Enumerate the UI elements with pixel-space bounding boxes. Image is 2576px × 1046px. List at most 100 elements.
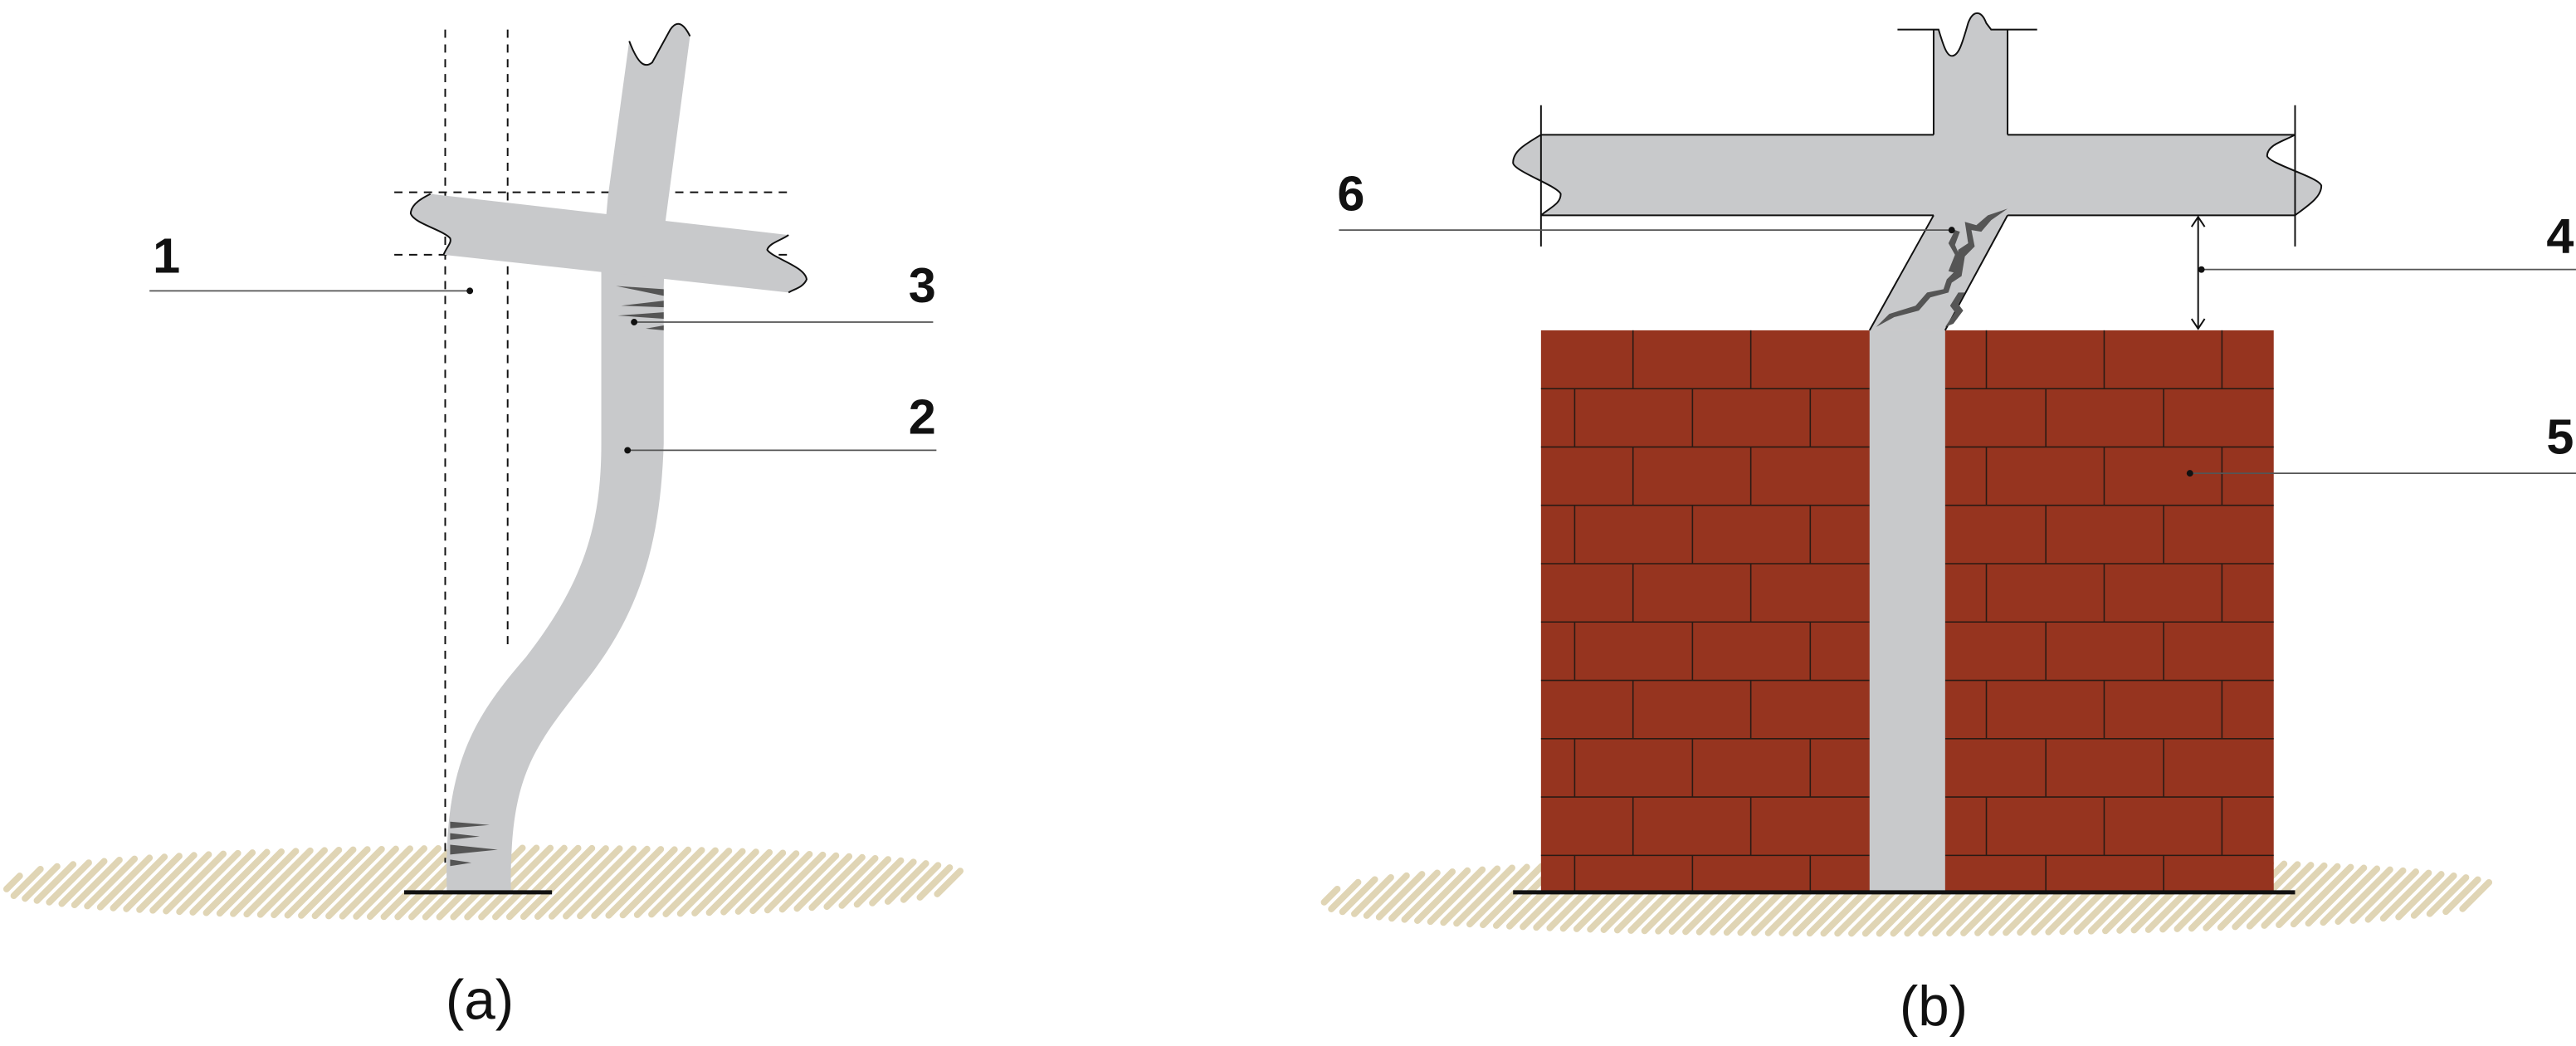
label-1: 1 [153, 228, 180, 284]
ground-hatch-stroke [2395, 871, 2445, 921]
leader-dot-3 [631, 319, 638, 325]
ground-hatch-stroke [2246, 862, 2315, 930]
ground-hatch-stroke [705, 848, 773, 916]
ground-hatch-stroke [202, 848, 271, 916]
ground-hatch-stroke [869, 858, 917, 907]
shear-crack [1876, 208, 2008, 327]
crack-marks-top [616, 286, 664, 330]
floor-slab [1513, 134, 2322, 216]
figure-b: 4 5 6 (b) [1320, 12, 2576, 1038]
ground-hatch-stroke [136, 852, 198, 913]
ground-hatch-stroke [33, 861, 77, 904]
ground-hatch-stroke [916, 864, 954, 901]
ground-hatch-stroke [853, 857, 905, 908]
label-5: 5 [2546, 408, 2574, 464]
short-column-inclined [1869, 202, 2008, 330]
ground-hatch-stroke [900, 862, 942, 903]
ground-hatch-stroke [46, 859, 92, 906]
ground-hatch-stroke [2, 872, 23, 892]
crack-marks-base [450, 821, 498, 867]
ground-hatch-stroke [577, 845, 651, 920]
caption-b: (b) [1900, 975, 1968, 1038]
ground-hatch-stroke [366, 844, 442, 921]
ground-hatch-stroke [189, 849, 256, 916]
leader-dot-6 [1948, 227, 1955, 234]
ground-hatch-stroke [591, 846, 665, 919]
ground-hatch-stroke [2232, 861, 2301, 931]
short-column [1869, 330, 1945, 892]
ground-hatch-stroke [934, 868, 964, 897]
ground-hatch-stroke [838, 856, 892, 909]
leader-dot-1 [466, 287, 474, 295]
ground-hatch-stroke [84, 855, 139, 910]
ground-hatch-stroke [298, 846, 371, 919]
ground-hatch-stroke [2426, 874, 2470, 917]
ground-hatch-stroke [380, 844, 456, 921]
shear-crack-branch [1944, 230, 1965, 327]
ground-hatch-stroke [243, 847, 314, 918]
ground-hatch-stroke [676, 848, 746, 917]
ground-hatch-stroke [1351, 873, 1394, 917]
label-2: 2 [909, 389, 936, 445]
ground-hatch-stroke [1401, 868, 1456, 923]
label-6: 6 [1337, 165, 1364, 221]
ground-hatch-stroke [505, 844, 582, 921]
ground-hatch-stroke [478, 844, 554, 921]
leader-dot-5 [2186, 470, 2193, 477]
ground-hatch-stroke [1453, 864, 1515, 927]
ground-hatch-stroke [10, 866, 44, 900]
ground-hatch-stroke [2459, 879, 2493, 912]
ground-hatch-stroke [123, 853, 183, 912]
ground-hatch-stroke [176, 849, 242, 916]
upper-column [1933, 12, 2008, 149]
ground-hatch-stroke [2276, 863, 2341, 929]
ground-hatch-stroke [1466, 863, 1530, 928]
ground-hatch-stroke [1375, 871, 1426, 921]
ground-hatch-stroke [563, 845, 637, 920]
ground-hatch-stroke [1413, 867, 1471, 924]
ground-hatch-stroke [325, 845, 399, 920]
ground-hatch-stroke [339, 845, 413, 920]
ground-hatch-stroke [734, 850, 800, 915]
ground-hatch-stroke [2334, 866, 2393, 926]
ground-hatch-stroke [353, 845, 428, 920]
ground-hatch-stroke [1320, 885, 1341, 906]
figure-a: 1 2 3 (a) [2, 22, 964, 1031]
ground-hatch-stroke [2410, 872, 2457, 919]
ground-hatch-stroke [2261, 862, 2328, 929]
ground-hatch-stroke [619, 846, 692, 919]
ground-hatch-stroke [2364, 868, 2419, 923]
ground-hatch-stroke [764, 851, 827, 914]
ground-hatch-stroke [2290, 863, 2354, 928]
ground-hatch-stroke [71, 857, 123, 909]
ground-hatch-stroke [691, 848, 759, 916]
deformed-column [446, 23, 690, 892]
ground-hatch-stroke [1363, 872, 1410, 919]
gap-dimension-arrow [2190, 215, 2206, 330]
ground-hatch-stroke [823, 854, 879, 911]
ground-hatch-stroke [1479, 863, 1545, 929]
slab-edges [1512, 105, 2323, 247]
ground-hatch-stroke [720, 849, 787, 916]
ground-hatch-stroke [2442, 876, 2481, 916]
ground-hatch-stroke [2305, 864, 2368, 927]
ground-hatch-stroke [271, 846, 343, 919]
ground-hatch-stroke [2349, 867, 2407, 924]
ground-hatch-stroke [1440, 865, 1501, 926]
ground-hatch-stroke [1339, 876, 1378, 916]
tilted-beam [410, 193, 807, 293]
ground-hatch-stroke [749, 850, 813, 915]
ground-hatch-stroke [884, 860, 929, 905]
ground-hatch-stroke [284, 846, 357, 919]
ground-hatch-stroke [1328, 878, 1362, 912]
ground-hatch-stroke [2320, 865, 2381, 926]
beam-broken-end-right [766, 234, 807, 294]
ground-hatch-stroke [163, 850, 227, 915]
brick-mortar-joints [1540, 330, 2274, 892]
ground-hatch-stroke [58, 858, 108, 907]
label-3: 3 [909, 257, 936, 313]
ground-hatch-stroke [534, 845, 609, 920]
label-4: 4 [2546, 208, 2574, 264]
column-broken-end-top [628, 22, 691, 66]
